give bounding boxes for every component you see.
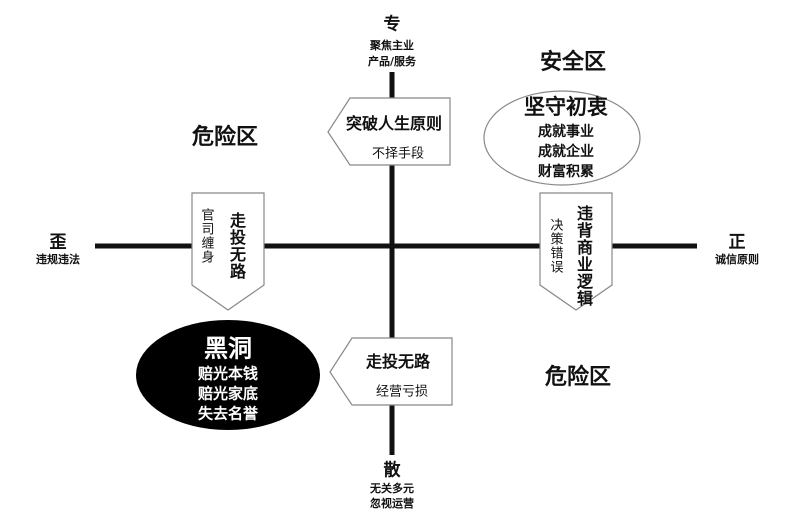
left-axis-label: 歪 <box>49 232 67 253</box>
black-hole-ellipse <box>136 320 320 430</box>
black-hole-line: 赔光家底 <box>197 384 259 403</box>
right-axis-line1: 诚信原则 <box>715 253 759 266</box>
black-hole-line: 失去名誉 <box>197 404 259 423</box>
top-arrow-sub: 不择手段 <box>371 146 425 162</box>
success-line: 成就事业 <box>538 124 594 140</box>
top-arrow-title: 突破人生原则 <box>345 114 443 133</box>
black-hole-line: 赔光本钱 <box>197 364 259 383</box>
success-line: 财富积累 <box>538 164 594 180</box>
bottom-axis-line1: 无关多元 <box>370 482 414 495</box>
danger-zone-top-left: 危险区 <box>191 125 259 150</box>
right-axis-label: 正 <box>728 232 746 253</box>
right-down-arrow-shape <box>539 192 613 311</box>
bottom-arrow-sub: 经营亏损 <box>375 384 429 400</box>
right-arrow-title: 违背商业逻辑 <box>574 205 593 307</box>
bottom-arrow-title: 走投无路 <box>365 352 431 371</box>
top-axis-label: 专 <box>383 14 401 35</box>
bottom-axis-line2: 忽视运营 <box>370 497 414 510</box>
safe-zone-label: 安全区 <box>539 50 607 75</box>
left-arrow-title: 走投无路 <box>227 212 246 280</box>
left-axis-line1: 违规违法 <box>36 253 80 266</box>
left-down-arrow-shape <box>191 192 265 311</box>
bottom-axis-label: 散 <box>383 460 401 481</box>
top-axis-line1: 聚焦主业 <box>370 39 414 52</box>
success-ellipse <box>483 90 641 186</box>
bottom-left-arrow-shape <box>329 337 453 406</box>
top-axis-line2: 产品/服务 <box>367 55 417 68</box>
success-title: 坚守初衷 <box>524 95 608 119</box>
success-line: 成就企业 <box>538 144 594 160</box>
danger-zone-bottom-right: 危险区 <box>544 365 612 390</box>
left-arrow-sub: 官司缠身 <box>198 208 214 264</box>
black-hole-title: 黑洞 <box>204 334 252 363</box>
top-left-arrow-shape <box>327 97 451 166</box>
right-arrow-sub: 决策错误 <box>547 218 563 274</box>
